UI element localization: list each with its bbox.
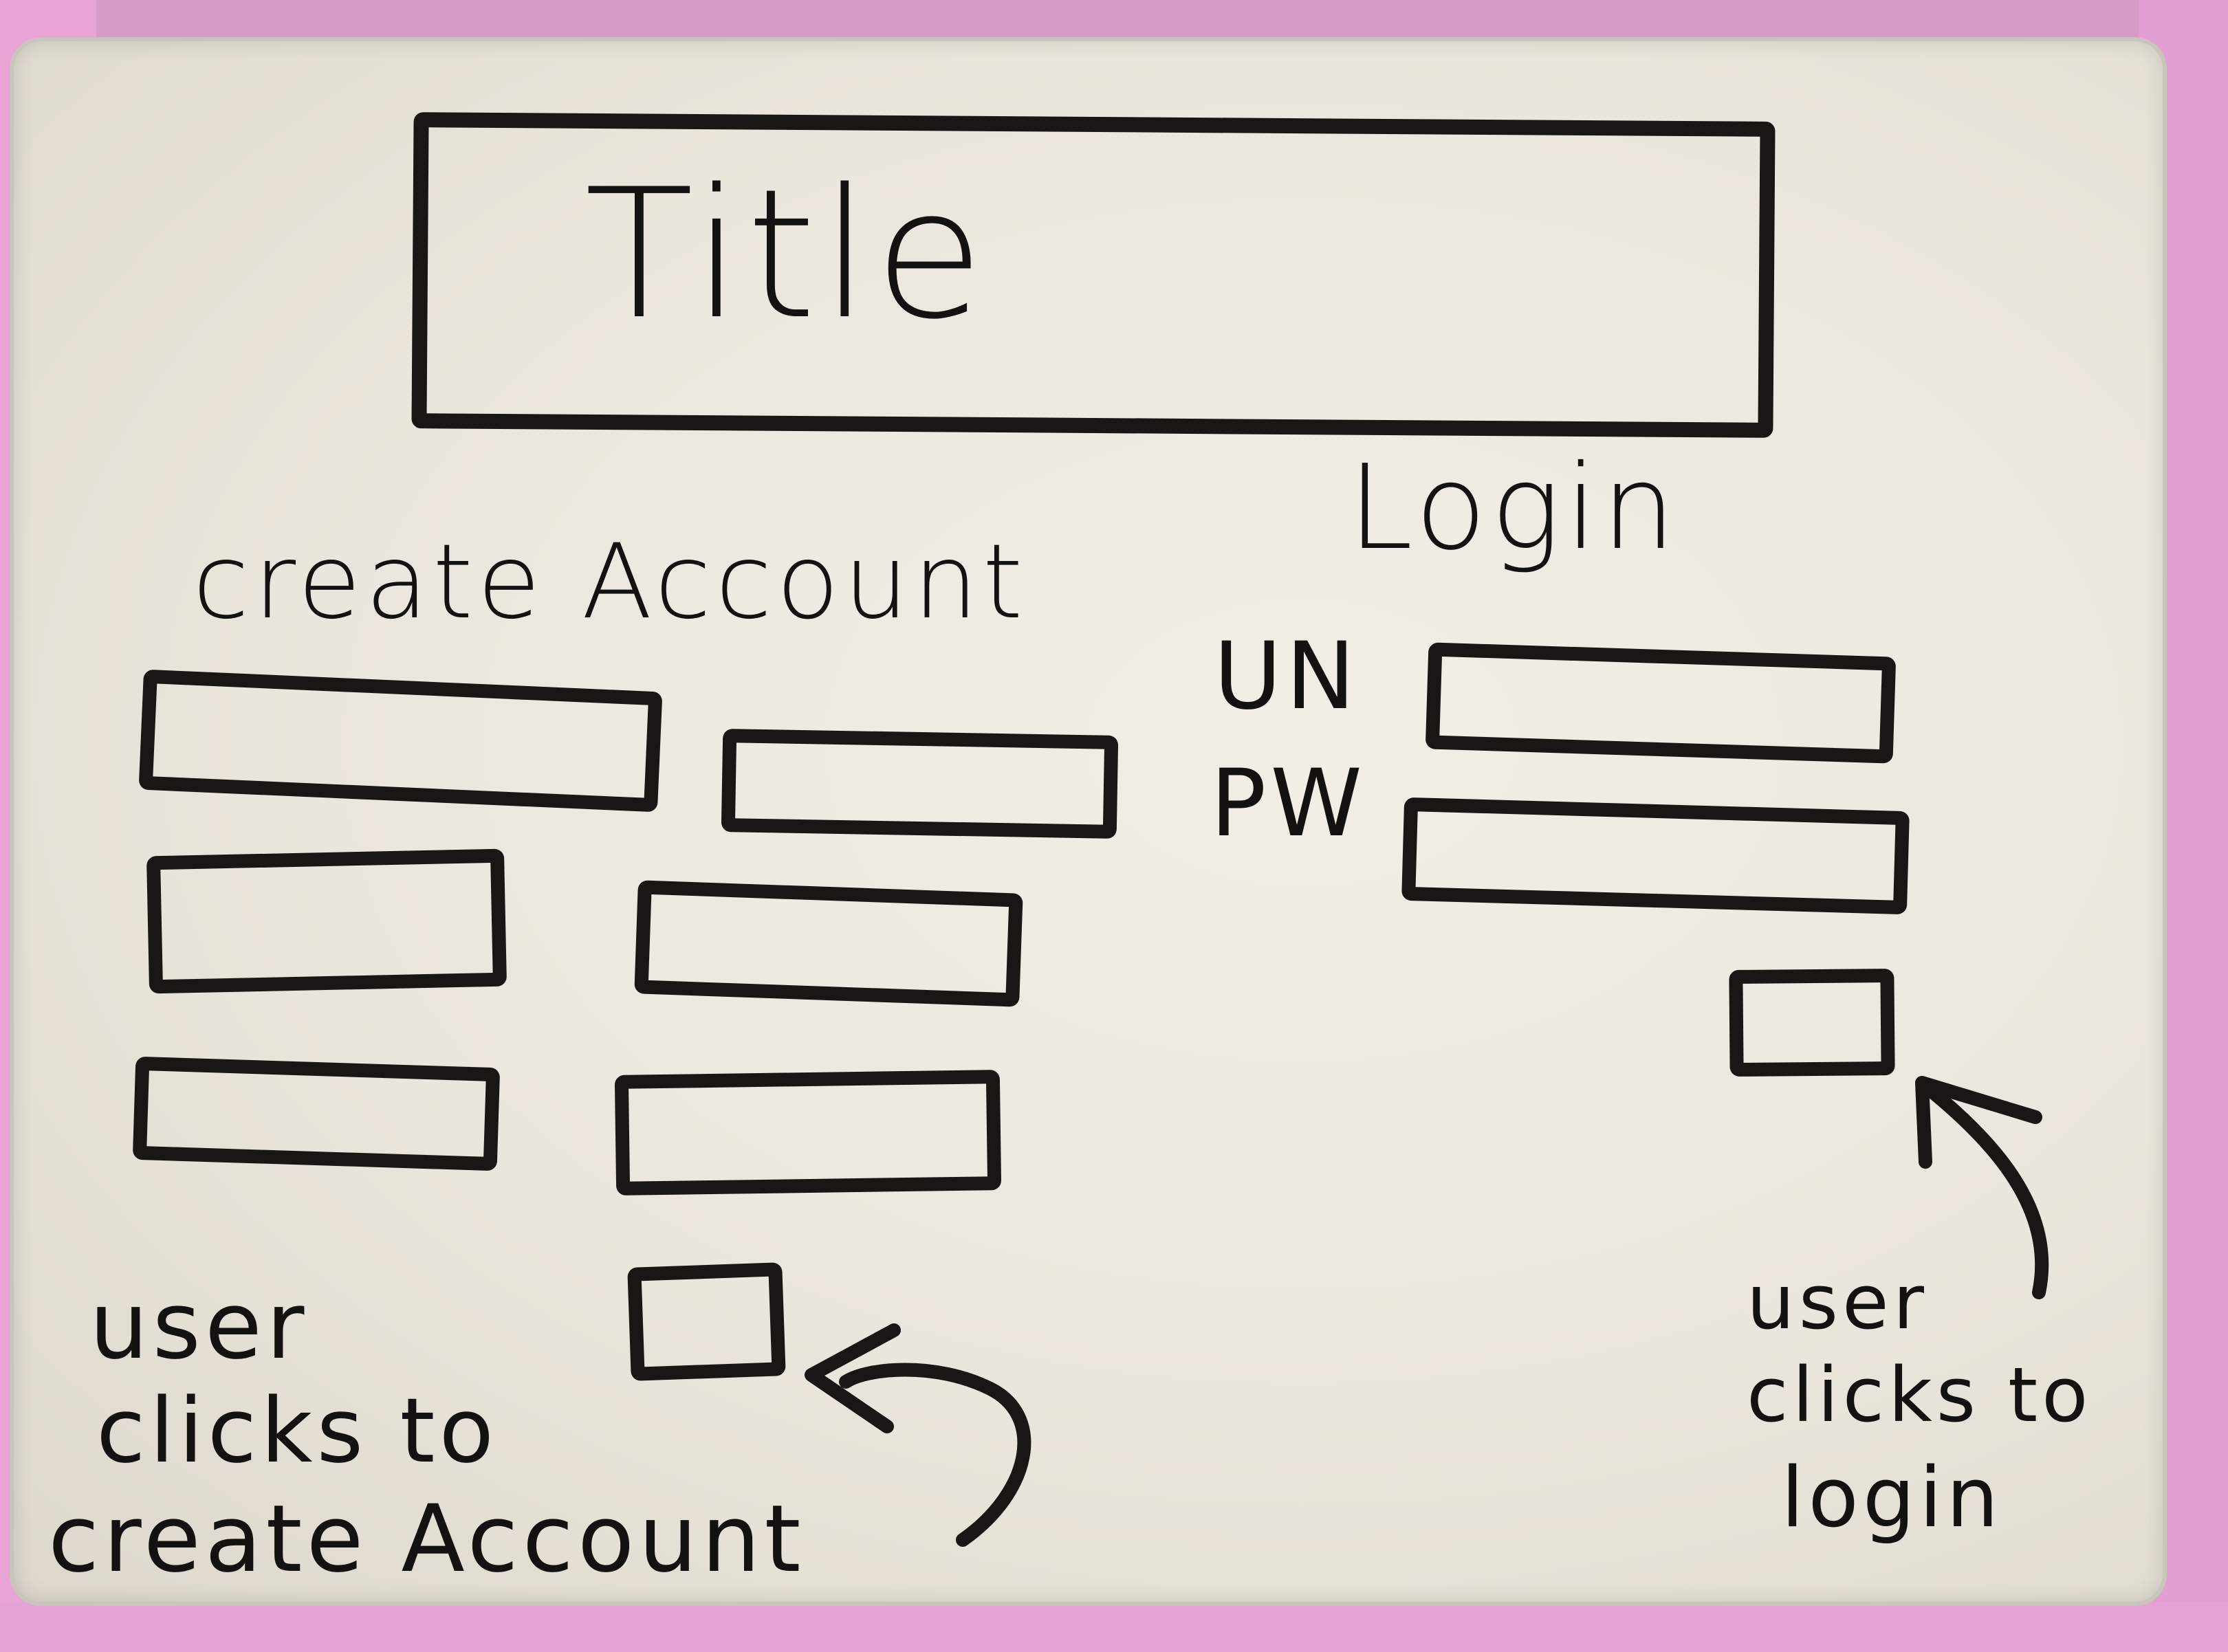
- create-account-heading: create Account: [193, 522, 1027, 642]
- login-note-line-3: login: [1781, 1451, 2003, 1546]
- login-note-line-2: clicks to: [1747, 1351, 2093, 1439]
- create-account-note-line-2: clicks to: [96, 1378, 499, 1483]
- create-account-note-line-1: user: [89, 1272, 309, 1380]
- create-account-arrow-head: [805, 1323, 901, 1433]
- login-arrow: [1919, 1079, 2049, 1299]
- create-account-note-line-3: create Account: [48, 1485, 805, 1593]
- page-title: Title: [585, 151, 989, 359]
- whiteboard: [14, 41, 2163, 1602]
- login-arrow-head: [1915, 1076, 2042, 1169]
- password-label: PW: [1210, 749, 1366, 857]
- login-note-line-1: user: [1747, 1258, 1928, 1346]
- username-label: UN: [1214, 622, 1359, 730]
- create-account-arrow: [839, 1363, 1031, 1547]
- login-heading: Login: [1348, 440, 1680, 576]
- board-frame-bottom: [0, 1602, 2228, 1652]
